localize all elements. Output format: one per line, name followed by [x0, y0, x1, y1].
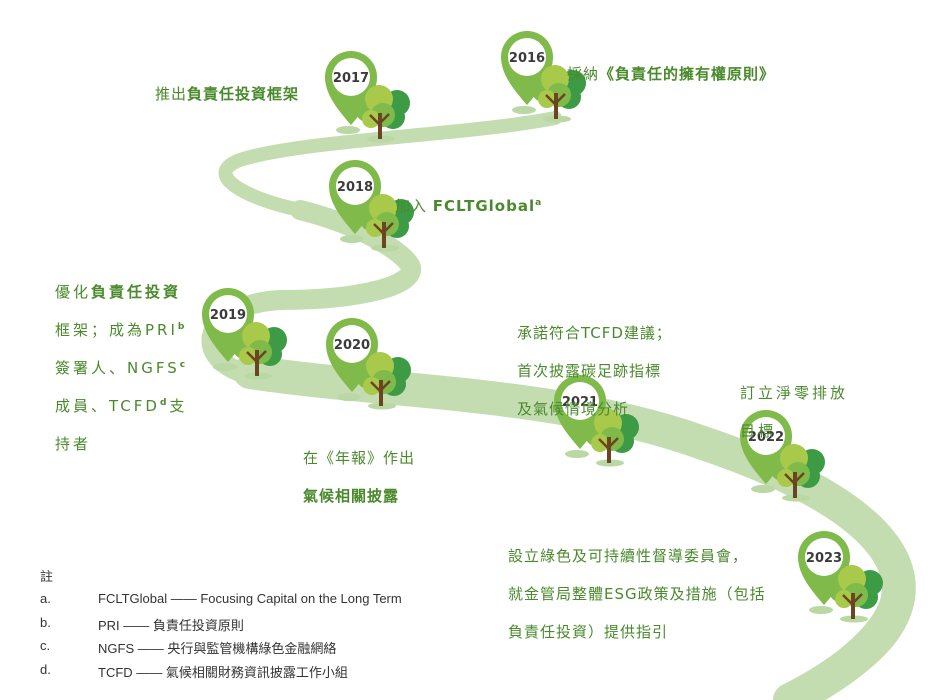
footnote-row: c. NGFS —— 央行與監管機構綠色金融網絡 — [40, 638, 402, 662]
tree-icon — [585, 409, 639, 467]
footnote-letter: c. — [40, 638, 51, 653]
footnote-text: TCFD —— 氣候相關財務資訊披露工作小組 — [98, 664, 348, 680]
pin-center — [508, 38, 546, 76]
milestone-pin-2018: 2018 — [329, 160, 414, 252]
pin-shadow — [213, 363, 237, 371]
milestone-year: 2016 — [509, 51, 545, 66]
footnote-letter: a. — [40, 591, 51, 606]
milestone-label-2021: 承諾符合TCFD建議； 首次披露碳足跡指標 及氣候情境分析 — [517, 324, 672, 418]
footnote-text: FCLTGlobal —— Focusing Capital on the Lo… — [98, 591, 402, 606]
milestone-pin-2022: 2022 — [740, 410, 825, 502]
pin-shadow — [565, 450, 589, 458]
pin-shadow — [337, 393, 361, 401]
milestone-label-2017: 推出負責任投資框架 — [155, 85, 300, 103]
footnotes-title: 註 — [40, 569, 54, 584]
milestone-year: 2020 — [334, 338, 370, 353]
milestone-label-2018: 加入 FCLTGlobala — [395, 197, 543, 215]
tree-icon — [771, 444, 825, 502]
pin-center — [209, 295, 247, 333]
milestone-year: 2022 — [748, 430, 784, 445]
milestone-year: 2023 — [806, 551, 842, 566]
milestone-label-2016: 採納《負責任的擁有權原則》 — [567, 65, 776, 83]
tree-icon — [356, 85, 410, 143]
tree-icon — [357, 352, 411, 410]
milestone-pin-2023: 2023 — [798, 531, 883, 623]
footnote-text: PRI —— 負責任投資原則 — [98, 617, 244, 633]
pin-shadow — [809, 606, 833, 614]
milestone-label-2020: 在《年報》作出 氣候相關披露 — [303, 449, 416, 505]
milestone-pin-2016: 2016 — [501, 31, 586, 123]
tree-icon — [532, 65, 586, 123]
pin-center — [561, 382, 599, 420]
footnote-row: b. PRI —— 負責任投資原則 — [40, 615, 402, 639]
pin-center — [332, 58, 370, 96]
tree-icon — [829, 565, 883, 623]
pin-shadow — [336, 126, 360, 134]
footnotes: 註 a. FCLTGlobal —— Focusing Capital on t… — [40, 566, 402, 685]
pin-center — [336, 167, 374, 205]
milestone-pin-2019: 2019 — [202, 288, 287, 380]
footnote-text: NGFS —— 央行與監管機構綠色金融網絡 — [98, 641, 337, 656]
milestone-label-2022: 訂立淨零排放 目標 — [740, 384, 849, 440]
footnote-row: d. TCFD —— 氣候相關財務資訊披露工作小組 — [40, 662, 402, 686]
milestone-year: 2021 — [562, 395, 598, 410]
milestone-year: 2018 — [337, 180, 373, 195]
milestone-label-2019: 優化負責任投資 框架；成為PRIb 簽署人、NGFSc 成員、TCFDd支 持者 — [55, 283, 189, 453]
tree-icon — [360, 194, 414, 252]
milestone-year: 2019 — [210, 308, 246, 323]
pin-shadow — [340, 235, 364, 243]
pin-center — [805, 538, 843, 576]
footnote-row: a. FCLTGlobal —— Focusing Capital on the… — [40, 591, 402, 615]
pin-shadow — [512, 106, 536, 114]
pin-center — [333, 325, 371, 363]
tree-icon — [233, 322, 287, 380]
milestone-year: 2017 — [333, 71, 369, 86]
milestone-pin-2021: 2021 — [554, 375, 639, 467]
pin-shadow — [751, 485, 775, 493]
footnote-letter: d. — [40, 661, 51, 677]
milestone-pin-2017: 2017 — [325, 51, 410, 143]
milestone-pin-2020: 2020 — [326, 318, 411, 410]
pin-center — [747, 417, 785, 455]
milestone-label-2023: 設立綠色及可持續性督導委員會， 就金管局整體ESG政策及措施（包括 負責任投資）… — [508, 547, 766, 641]
footnote-letter: b. — [40, 614, 51, 630]
